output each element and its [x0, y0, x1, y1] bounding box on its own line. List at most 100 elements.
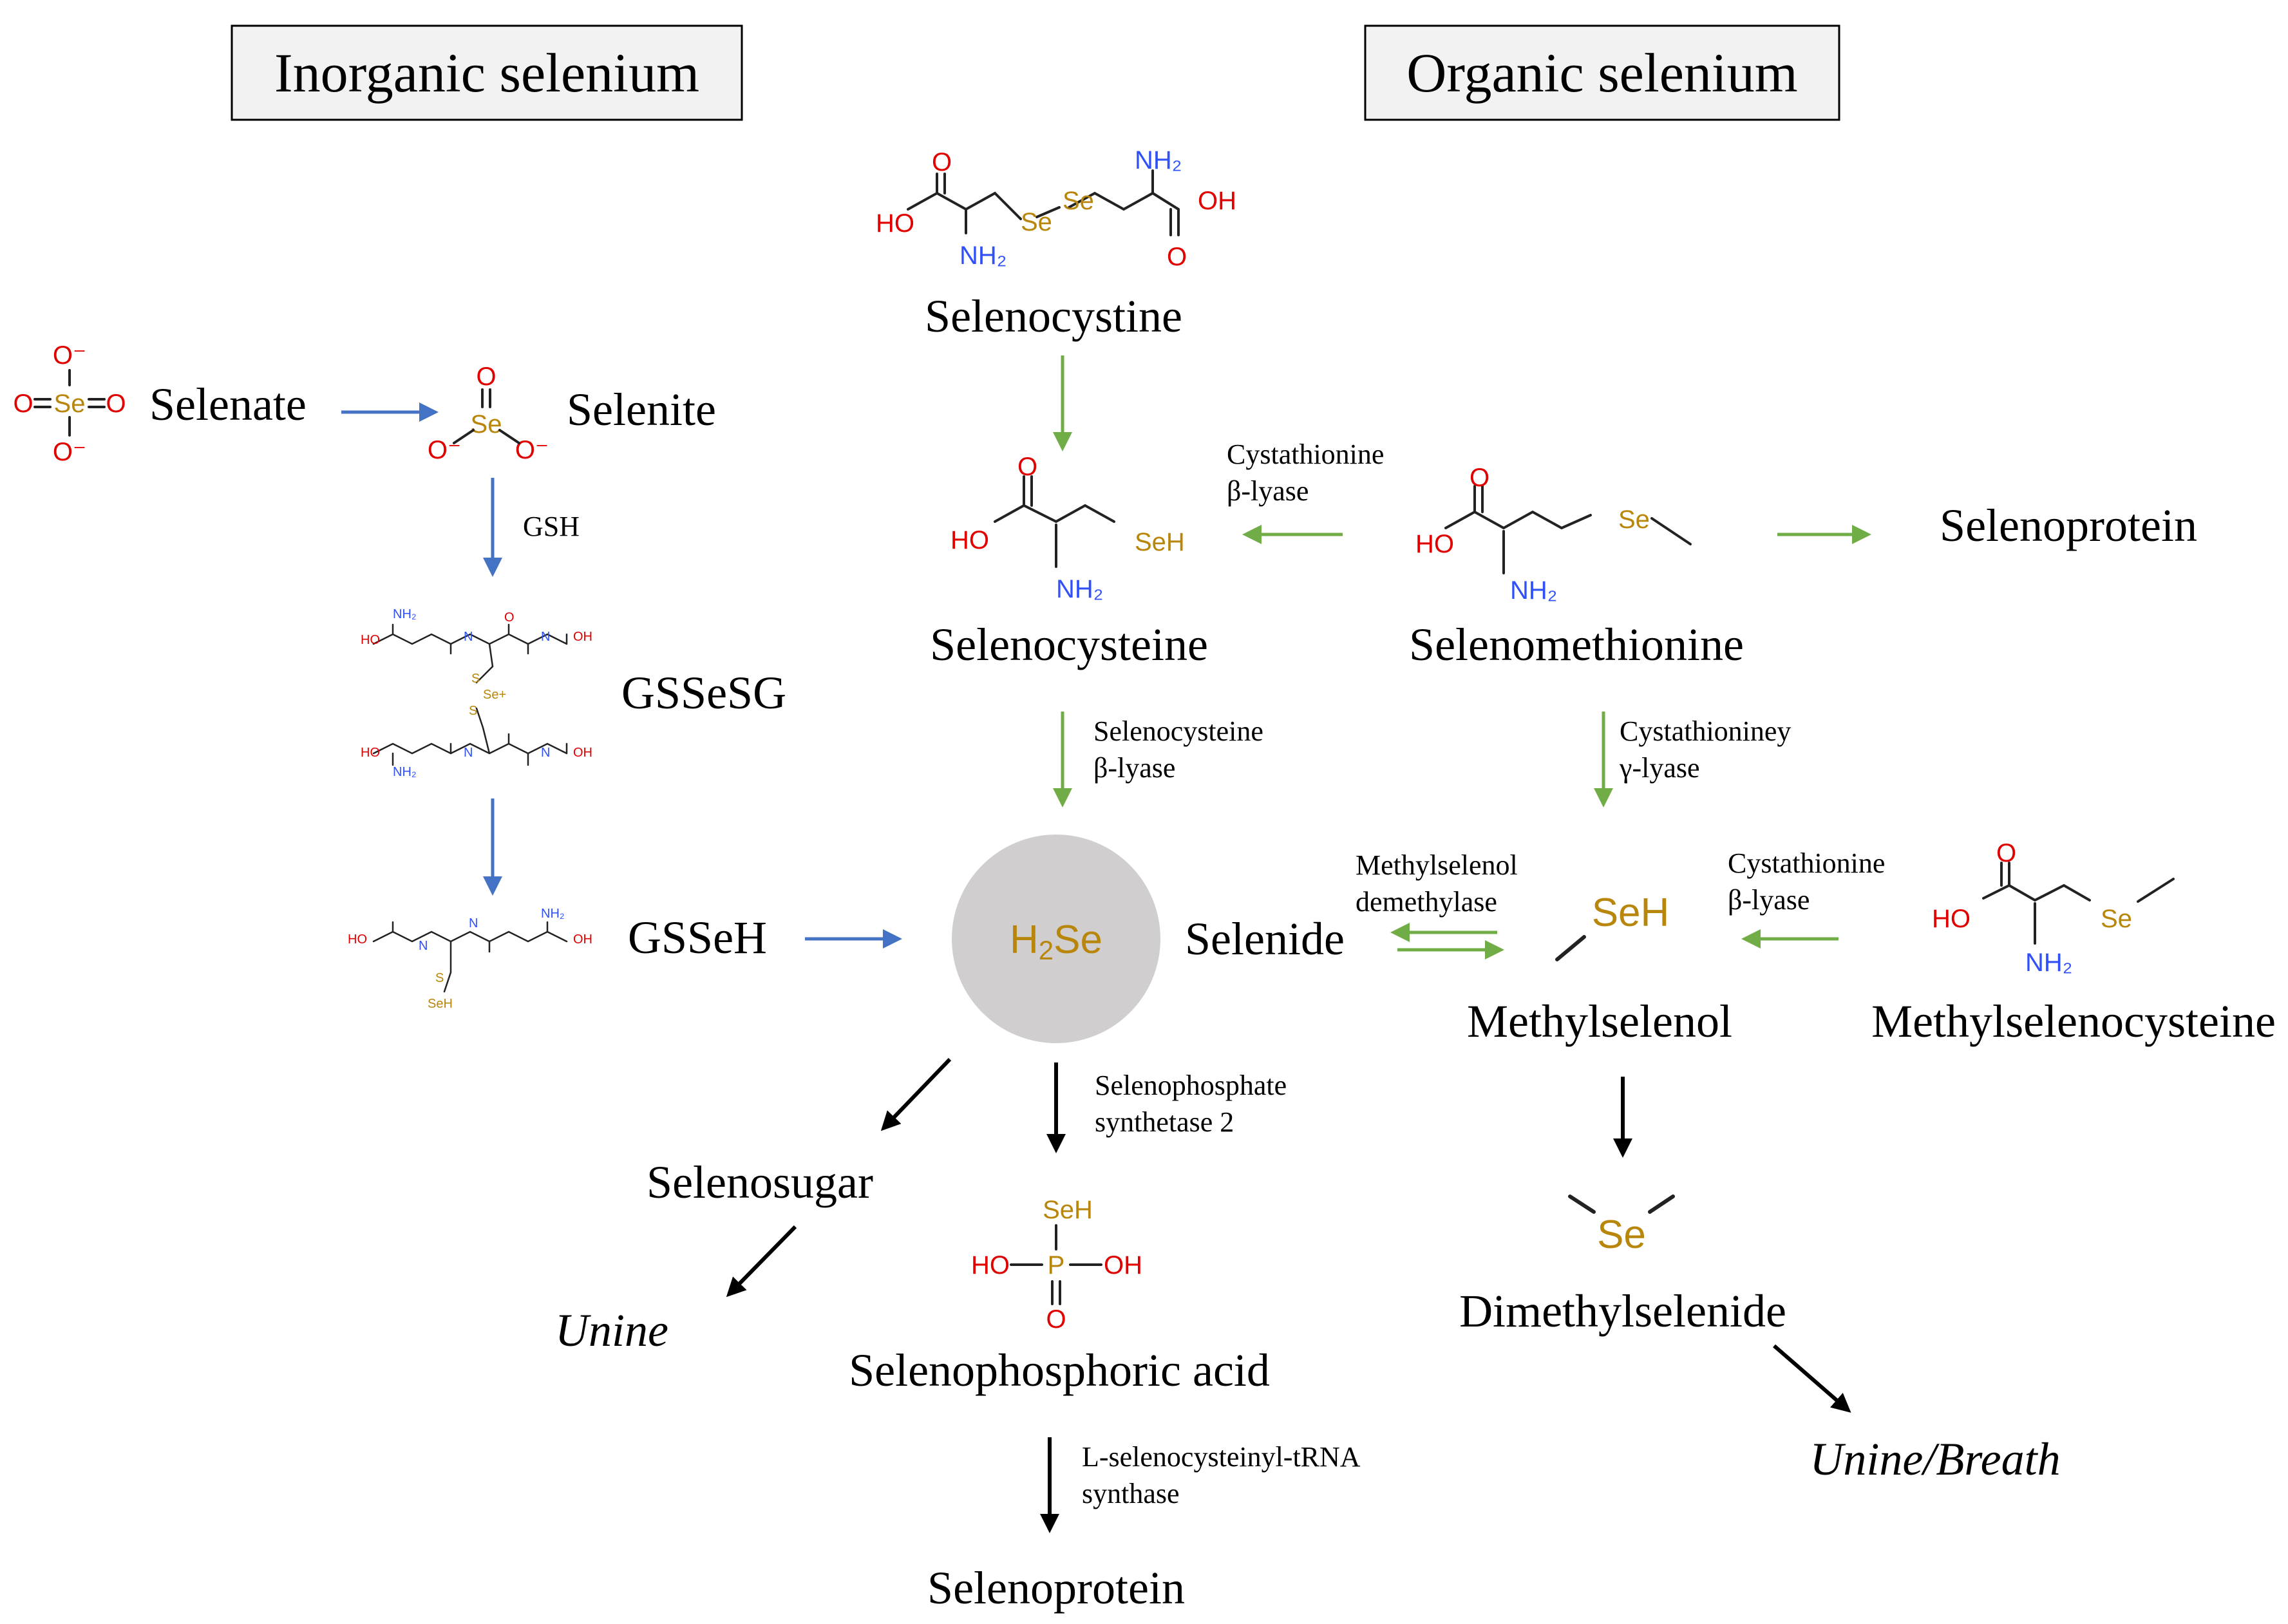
selenite-o-top: O [476, 363, 496, 391]
gsseh-ho: HO [348, 932, 367, 947]
enzyme-cystathionine-beta-lyase-2-line2: β-lyase [1728, 884, 1810, 916]
selenate-o-top: O⁻ [53, 341, 86, 370]
enzyme-selenophosphate-synthetase-line2: synthetase 2 [1095, 1106, 1234, 1138]
methylselenocysteine-nh2: NH₂ [2025, 949, 2072, 977]
header-organic: Organic selenium [1364, 24, 1840, 121]
methylselenocysteine-ho: HO [1932, 905, 1971, 933]
selenophosphoric-seh: SeH [1043, 1196, 1093, 1224]
methylselenocysteine-o: O [1996, 839, 2016, 867]
selenite-o-right: O⁻ [515, 436, 549, 464]
enzyme-methylselenol-demethylase-line2: demethylase [1356, 886, 1497, 918]
enzyme-selenocysteine-beta-lyase-line1: Selenocysteine [1093, 715, 1263, 747]
gsseh-n-1: N [419, 939, 428, 953]
selenate-structure: Se O⁻ O⁻ O O [13, 341, 126, 466]
selenophosphoric-acid-label: Selenophosphoric acid [849, 1345, 1270, 1396]
enzyme-sec-trna-synthase-line1: L-selenocysteinyl-tRNA [1082, 1441, 1361, 1473]
selenomethionine-structure: HO O NH₂ Se [1415, 464, 1692, 605]
selenite-se-atom: Se [471, 410, 502, 439]
gssesg-nh2-1: NH₂ [393, 607, 417, 621]
header-inorganic: Inorganic selenium [231, 24, 743, 121]
selenocystine-structure: HO O NH₂ Se Se NH₂ OH O [876, 146, 1236, 271]
arrow-dimethylselenide-to-urine-breath [1773, 1344, 1851, 1413]
gsseh-structure: HO N N NH₂ OH S SeH [348, 907, 592, 1011]
selenoprotein-final-label: Selenoprotein [927, 1562, 1185, 1614]
gssesg-n-1: N [464, 630, 473, 644]
methylselenol-label: Methylselenol [1467, 996, 1732, 1047]
selenocysteine-label: Selenocysteine [930, 619, 1208, 670]
selenophosphoric-ho: HO [971, 1251, 1010, 1279]
selenocystine-se-right: Se [1063, 187, 1094, 215]
arrow-h2se-to-selenosugar [880, 1057, 952, 1131]
selenomethionine-o: O [1470, 464, 1489, 492]
selenate-label: Selenate [149, 379, 307, 430]
gssesg-ho-2: HO [361, 746, 380, 760]
gsseh-nh2: NH₂ [541, 907, 565, 921]
gssesg-oh-1: OH [573, 630, 592, 644]
selenide-label: Selenide [1185, 913, 1345, 965]
dimethylselenide-label: Dimethylselenide [1459, 1285, 1786, 1337]
selenocysteine-seh: SeH [1135, 528, 1185, 556]
selenate-o-bottom: O⁻ [53, 438, 86, 466]
enzyme-cystathioniney-gamma-lyase-line1: Cystathioniney [1620, 715, 1791, 747]
selenate-se-atom: Se [54, 390, 86, 418]
selenocysteine-o: O [1017, 453, 1037, 481]
selenocystine-oh: OH [1198, 187, 1236, 215]
gsseh-label: GSSeH [628, 912, 767, 963]
selenophosphoric-o: O [1046, 1305, 1066, 1334]
urine-breath-label: Unine/Breath [1810, 1433, 2060, 1485]
methylselenocysteine-structure: HO O NH₂ Se [1932, 839, 2175, 977]
selenocystine-nh2-right: NH₂ [1135, 146, 1182, 175]
gssesg-nh2-2: NH₂ [393, 765, 417, 779]
selenomethionine-ho: HO [1415, 530, 1454, 558]
gssesg-n-4: N [541, 746, 550, 760]
arrow-selenosugar-to-urine [726, 1225, 797, 1298]
selenocysteine-structure: HO O NH₂ SeH [950, 453, 1185, 603]
gssesg-n-2: N [541, 630, 550, 644]
header-organic-text: Organic selenium [1406, 42, 1797, 104]
dimethylselenide-structure: Se [1568, 1194, 1675, 1257]
gssesg-structure: HO NH₂ N O N OH S Se+ S HO NH₂ N N OH [361, 607, 592, 779]
gssesg-oh-2: OH [573, 746, 592, 760]
enzyme-selenophosphate-synthetase-line1: Selenophosphate [1095, 1070, 1287, 1101]
gsseh-seh: SeH [428, 997, 453, 1011]
methylselenol-seh: SeH [1592, 891, 1670, 935]
enzyme-cystathionine-beta-lyase-1-line2: β-lyase [1227, 475, 1309, 507]
gssesg-o-1: O [504, 610, 515, 625]
selenophosphoric-oh: OH [1104, 1251, 1142, 1279]
selenocystine-label: Selenocystine [925, 290, 1182, 342]
gsseh-n-2: N [469, 916, 478, 930]
enzyme-cystathionine-beta-lyase-1-line1: Cystathionine [1227, 439, 1384, 470]
urine-label: Unine [555, 1305, 668, 1356]
enzyme-cystathioniney-gamma-lyase-line2: γ-lyase [1619, 752, 1700, 784]
downstream-arrows [726, 1057, 1851, 1533]
h2se-formula: H2Se [1010, 918, 1102, 965]
gssesg-se-plus: Se+ [483, 688, 506, 702]
selenite-structure: Se O O⁻ O⁻ [428, 363, 549, 464]
header-inorganic-text: Inorganic selenium [274, 42, 699, 104]
enzyme-selenocysteine-beta-lyase-line2: β-lyase [1093, 752, 1175, 784]
enzyme-cystathionine-beta-lyase-2-line1: Cystathionine [1728, 847, 1885, 879]
gsseh-oh: OH [573, 932, 592, 947]
organic-arrows [1053, 355, 1871, 959]
enzyme-sec-trna-synthase-line2: synthase [1082, 1478, 1180, 1509]
selenocysteine-nh2: NH₂ [1056, 575, 1103, 603]
gssesg-s-1: S [471, 672, 480, 686]
enzyme-gsh: GSH [523, 511, 580, 542]
selenocystine-nh2-left: NH₂ [960, 241, 1007, 270]
selenoprotein-organic-label: Selenoprotein [1940, 500, 2197, 551]
selenate-o-left: O [13, 390, 33, 418]
selenate-o-right: O [106, 390, 126, 418]
selenite-label: Selenite [567, 384, 716, 435]
selenocysteine-ho: HO [950, 526, 989, 554]
gssesg-n-3: N [464, 746, 473, 760]
methylselenol-structure: SeH [1555, 891, 1670, 961]
selenocystine-o-left: O [932, 148, 952, 176]
h2se-circle [952, 835, 1160, 1043]
selenophosphoric-p: P [1048, 1251, 1065, 1279]
dimethylselenide-se: Se [1597, 1213, 1646, 1257]
selenocystine-ho: HO [876, 209, 914, 238]
gssesg-s-2: S [469, 704, 477, 718]
selenophosphoric-acid-structure: SeH P HO OH O [971, 1196, 1142, 1334]
selenocystine-o-right: O [1167, 243, 1187, 271]
